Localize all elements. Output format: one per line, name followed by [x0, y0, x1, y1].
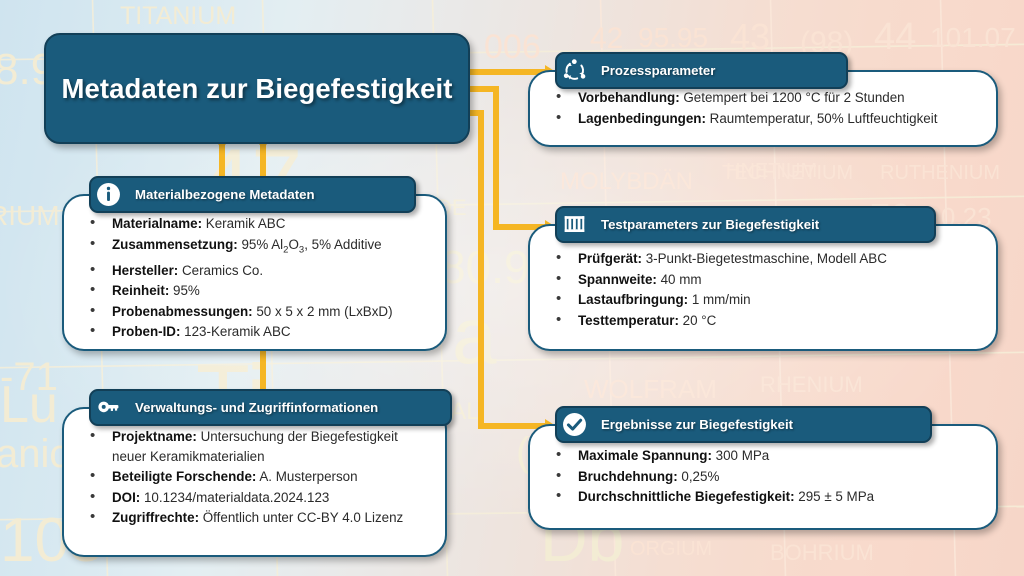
list-item: Zugriffrechte: Öffentlich unter CC-BY 4.… [84, 507, 433, 528]
list-item: Reinheit: 95% [84, 280, 433, 301]
card-header[interactable]: Prozessparameter [555, 52, 848, 89]
card-item-list: Prüfgerät: 3-Punkt-Biegetestmaschine, Mo… [550, 248, 984, 331]
card-materialbezogene-metadaten[interactable]: Materialbezogene Metadaten Materialname:… [62, 176, 447, 351]
card-header[interactable]: Testparameters zur Biegefestigkeit [555, 206, 936, 243]
card-item-list: Projektname: Untersuchung der Biegefesti… [84, 426, 433, 529]
list-item: Lagenbedingungen: Raumtemperatur, 50% Lu… [550, 108, 984, 129]
main-title-box[interactable]: Metadaten zur Biegefestigkeit [44, 33, 470, 144]
card-item-list: Maximale Spannung: 300 MPa Bruchdehnung:… [550, 445, 984, 508]
card-prozessparameter[interactable]: Prozessparameter Vorbehandlung: Getemper… [528, 52, 998, 147]
card-header[interactable]: Verwaltungs- und Zugriffinformationen [89, 389, 452, 426]
wire-title-to-ergebnisse [466, 110, 545, 429]
card-item-list: Materialname: Keramik ABC Zusammensetzun… [84, 213, 433, 343]
card-header-label: Ergebnisse zur Biegefestigkeit [601, 417, 794, 432]
list-item: Probenabmessungen: 50 x 5 x 2 mm (LxBxD) [84, 301, 433, 322]
card-header[interactable]: Ergebnisse zur Biegefestigkeit [555, 406, 932, 443]
list-item: Spannweite: 40 mm [550, 269, 984, 290]
list-item: Lastaufbringung: 1 mm/min [550, 289, 984, 310]
wire-title-to-testparameters [466, 86, 545, 230]
list-item: Projektname: Untersuchung der Biegefesti… [84, 426, 433, 466]
check-circle-icon [561, 412, 587, 438]
card-header-label: Verwaltungs- und Zugriffinformationen [135, 400, 379, 415]
list-item: Beteiligte Forschende: A. Musterperson [84, 466, 433, 487]
card-header-label: Prozessparameter [601, 63, 716, 78]
list-item: Zusammensetzung: 95% Al2O3, 5% Additive [84, 233, 433, 260]
list-item: Maximale Spannung: 300 MPa [550, 445, 984, 466]
list-item: Bruchdehnung: 0,25% [550, 466, 984, 487]
card-header-label: Materialbezogene Metadaten [135, 187, 315, 202]
list-item: Prüfgerät: 3-Punkt-Biegetestmaschine, Mo… [550, 248, 984, 269]
process-cycle-icon [561, 58, 587, 84]
list-item: Materialname: Keramik ABC [84, 213, 433, 234]
test-tubes-icon [561, 212, 587, 238]
list-item: Testtemperatur: 20 °C [550, 310, 984, 331]
list-item: DOI: 10.1234/materialdata.2024.123 [84, 487, 433, 508]
card-header-label: Testparameters zur Biegefestigkeit [601, 217, 820, 232]
page-title: Metadaten zur Biegefestigkeit [61, 72, 453, 104]
card-testparameters-zur-biegefestigkeit[interactable]: Testparameters zur Biegefestigkeit Prüfg… [528, 206, 998, 351]
card-item-list: Vorbehandlung: Getempert bei 1200 °C für… [550, 87, 984, 129]
card-ergebnisse-zur-biegefestigkeit[interactable]: Ergebnisse zur Biegefestigkeit Maximale … [528, 406, 998, 530]
key-icon [95, 395, 121, 421]
list-item: Hersteller: Ceramics Co. [84, 260, 433, 281]
list-item: Durchschnittliche Biegefestigkeit: 295 ±… [550, 486, 984, 507]
info-icon [95, 182, 121, 208]
card-header[interactable]: Materialbezogene Metadaten [89, 176, 416, 213]
list-item: Vorbehandlung: Getempert bei 1200 °C für… [550, 87, 984, 108]
card-verwaltungs-und-zugriffinformationen[interactable]: Verwaltungs- und Zugriffinformationen Pr… [62, 389, 452, 557]
list-item: Proben-ID: 123-Keramik ABC [84, 321, 433, 342]
